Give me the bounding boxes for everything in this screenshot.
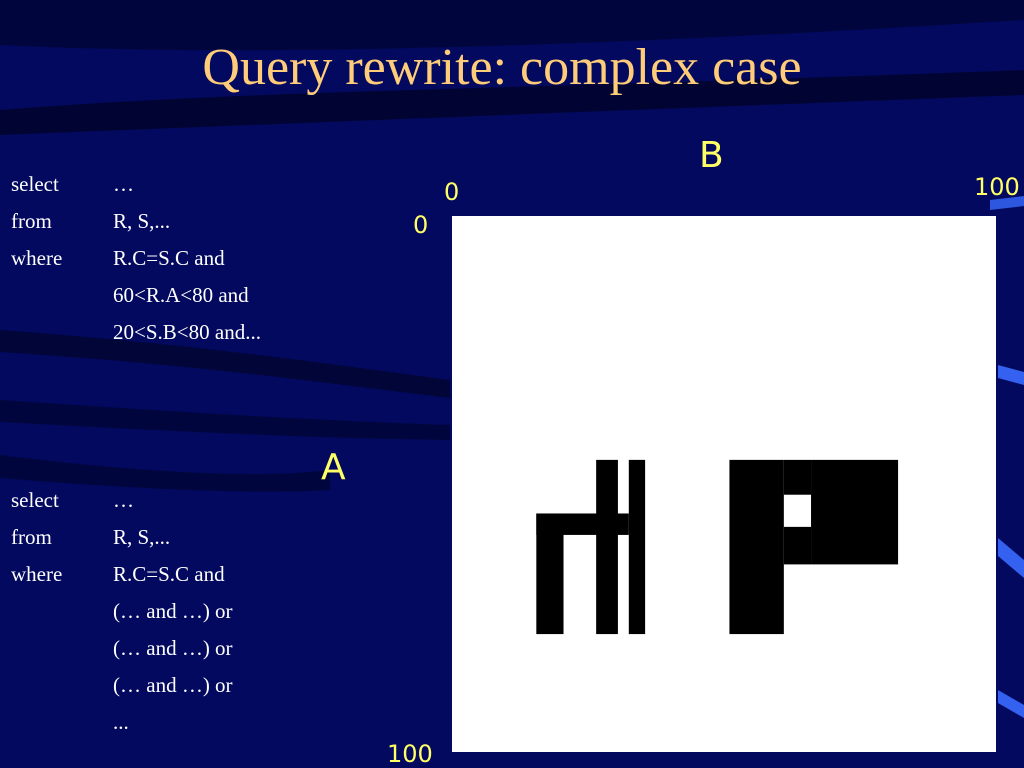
query-line: (… and …) or	[11, 630, 233, 667]
axis-b-label: B	[699, 135, 724, 176]
query-line: select …	[11, 482, 233, 519]
sql-clause: ...	[113, 710, 129, 734]
sql-keyword: select	[11, 488, 59, 512]
query-line: ...	[11, 704, 233, 741]
selection-region	[596, 459, 618, 635]
axis-a-label: A	[321, 447, 346, 488]
b-min-label: 0	[444, 178, 460, 206]
query-simple: select … from R, S,... where R.C=S.C and 60<R.…	[11, 166, 261, 351]
sql-clause: R, S,...	[113, 525, 171, 549]
sql-clause: 20<S.B<80 and...	[113, 320, 261, 344]
query-line: from R, S,...	[11, 519, 233, 556]
a-min-label: 0	[413, 211, 429, 239]
sql-clause: R.C=S.C and	[113, 562, 225, 586]
a-max-label: 100	[387, 740, 433, 768]
sql-keyword	[11, 667, 113, 704]
sql-keyword	[11, 630, 113, 667]
sql-keyword	[11, 704, 113, 741]
region-group	[536, 459, 899, 635]
sql-clause: (… and …) or	[113, 673, 233, 697]
selection-region	[628, 459, 646, 635]
sql-clause: 60<R.A<80 and	[113, 283, 249, 307]
sql-keyword: from	[11, 209, 52, 233]
sql-clause: R, S,...	[113, 209, 171, 233]
sql-keyword: where	[11, 246, 63, 270]
b-max-label: 100	[974, 173, 1020, 201]
slide-title: Query rewrite: complex case	[202, 39, 802, 96]
sql-keyword	[11, 593, 113, 630]
sql-clause: (… and …) or	[113, 636, 233, 660]
sql-keyword	[11, 314, 113, 351]
sql-keyword	[11, 277, 113, 314]
query-line: where R.C=S.C and	[11, 556, 233, 593]
query-line: where R.C=S.C and	[11, 240, 261, 277]
query-line: from R, S,...	[11, 203, 261, 240]
selection-region	[783, 526, 812, 565]
selection-region	[811, 459, 899, 565]
selection-region	[729, 459, 784, 635]
query-line: (… and …) or	[11, 593, 233, 630]
query-line: 20<S.B<80 and...	[11, 314, 261, 351]
query-line: (… and …) or	[11, 667, 233, 704]
selection-region-diagram	[452, 216, 996, 752]
sql-clause: …	[113, 488, 134, 512]
sql-keyword: select	[11, 172, 59, 196]
query-line: 60<R.A<80 and	[11, 277, 261, 314]
query-complex: select … from R, S,... where R.C=S.C and (… an…	[11, 482, 233, 741]
sql-clause: R.C=S.C and	[113, 246, 225, 270]
sql-keyword: where	[11, 562, 63, 586]
sql-clause: …	[113, 172, 134, 196]
sql-keyword: from	[11, 525, 52, 549]
query-line: select …	[11, 166, 261, 203]
sql-clause: (… and …) or	[113, 599, 233, 623]
selection-region	[783, 459, 812, 495]
plot-background	[452, 216, 996, 752]
